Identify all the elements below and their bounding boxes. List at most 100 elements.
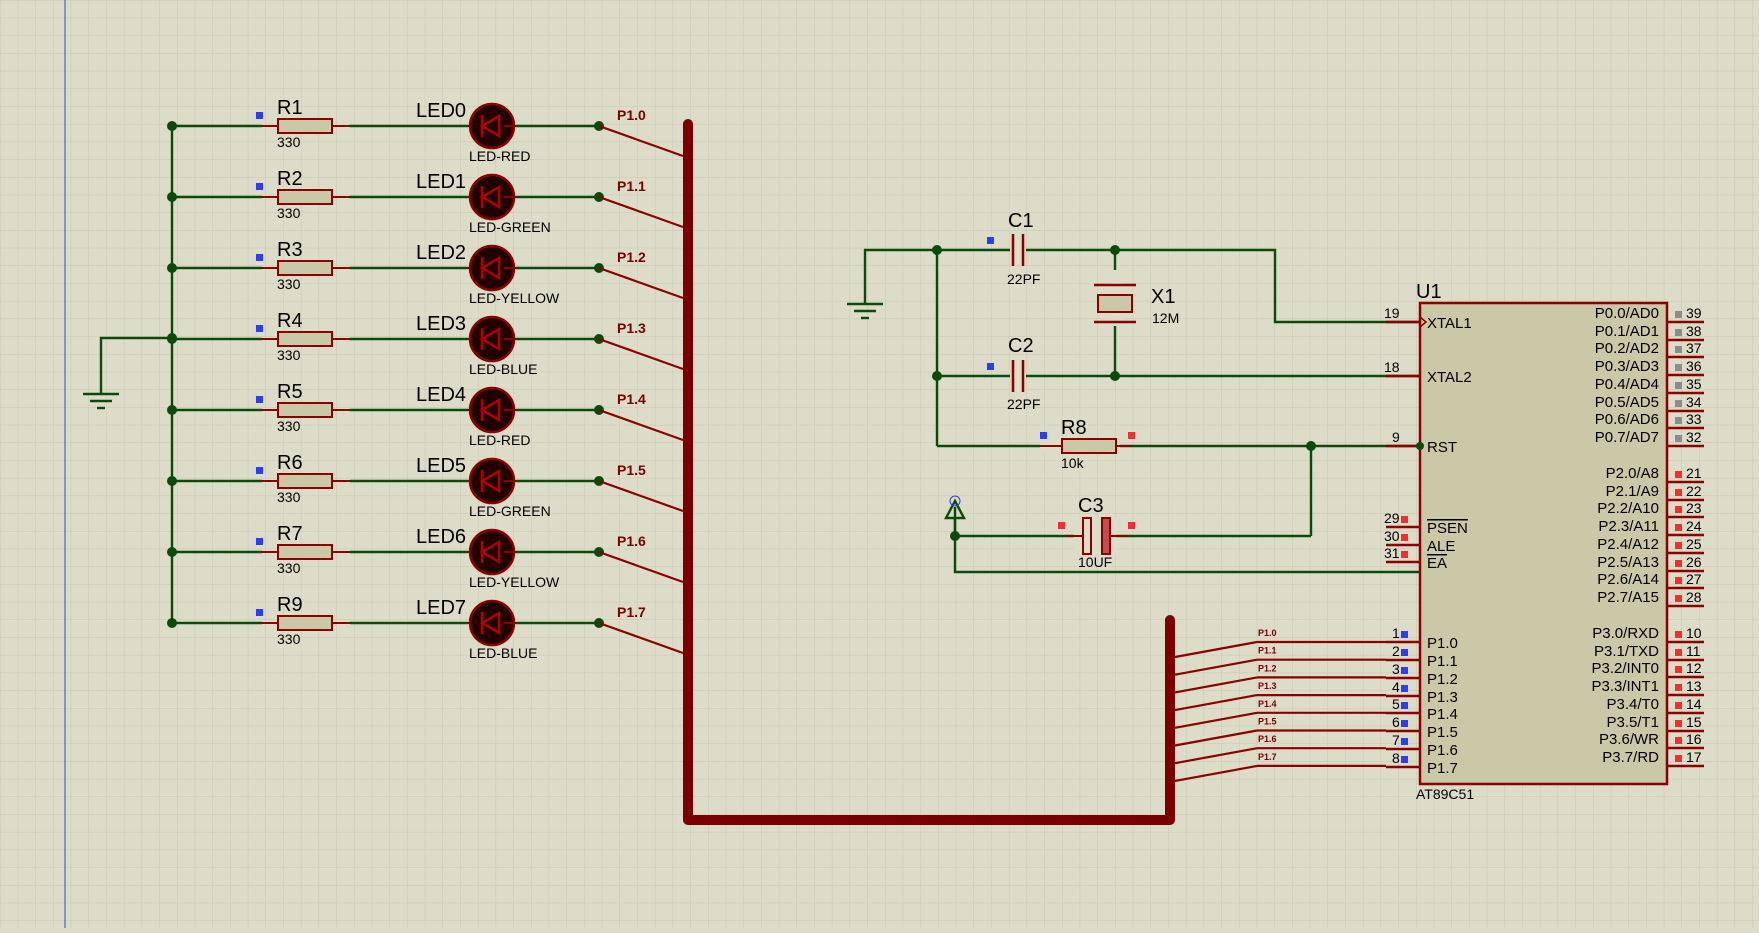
net-label: P1.7 bbox=[617, 604, 646, 620]
u1-bus-line[interactable]: P1.6 bbox=[1174, 734, 1386, 765]
u1-pin[interactable]: 6P1.5 bbox=[1386, 714, 1458, 741]
net-label: P1.7 bbox=[1258, 752, 1277, 762]
resistor-ref: R1 bbox=[277, 97, 303, 119]
u1-pin[interactable]: 4P1.3 bbox=[1386, 679, 1458, 706]
u1-bus-line[interactable]: P1.3 bbox=[1174, 681, 1386, 712]
pin-number: 23 bbox=[1686, 500, 1702, 516]
u1-pin[interactable]: 3P1.2 bbox=[1386, 661, 1458, 688]
diode-icon bbox=[479, 113, 501, 139]
bus-entry bbox=[598, 550, 684, 584]
pin-marker bbox=[1401, 685, 1408, 692]
u1-bus-line[interactable]: P1.5 bbox=[1174, 717, 1386, 747]
left-ground-net[interactable] bbox=[83, 126, 174, 623]
u1-pin[interactable]: 1P1.0 bbox=[1386, 625, 1458, 652]
capacitor-c2[interactable]: C2 22PF bbox=[987, 335, 1040, 412]
p1-bus[interactable] bbox=[683, 119, 1175, 825]
net-label: P1.0 bbox=[617, 107, 646, 123]
u1-pin[interactable]: 5P1.4 bbox=[1386, 696, 1458, 723]
u1-bus-line[interactable]: P1.1 bbox=[1174, 646, 1386, 676]
u1-bus-line[interactable]: P1.4 bbox=[1174, 699, 1386, 729]
net-label: P1.5 bbox=[617, 462, 646, 478]
junction-dot bbox=[167, 192, 177, 202]
pin-name: PSEN bbox=[1427, 520, 1468, 537]
junction-dot bbox=[167, 476, 177, 486]
u1-bus-line[interactable]: P1.0 bbox=[1174, 628, 1386, 659]
u1-bus-line[interactable]: P1.2 bbox=[1174, 663, 1386, 694]
resistor-r8[interactable]: R8 10k bbox=[1040, 417, 1135, 471]
u1-bus-line[interactable]: P1.7 bbox=[1174, 752, 1386, 782]
u1-pin[interactable]: 7P1.6 bbox=[1386, 732, 1458, 759]
net-label: P1.6 bbox=[1258, 734, 1277, 744]
pin-name: P1.2 bbox=[1427, 671, 1458, 688]
net-label: P1.2 bbox=[1258, 663, 1277, 673]
junction-dot bbox=[167, 263, 177, 273]
crystal-x1[interactable]: X1 12M bbox=[1094, 270, 1179, 326]
u1-pin[interactable]: 8P1.7 bbox=[1386, 750, 1458, 777]
pin-marker bbox=[1675, 631, 1682, 638]
u1-pin[interactable]: 2P1.1 bbox=[1386, 643, 1458, 670]
pin-name: P1.7 bbox=[1427, 760, 1458, 777]
pin-marker bbox=[1675, 702, 1682, 709]
capacitor-c3[interactable]: C3 10UF bbox=[1058, 495, 1135, 570]
capacitor-c1[interactable]: C1 22PF bbox=[987, 210, 1040, 287]
microcontroller-u1[interactable]: U1 AT89C51 19XTAL118XTAL29RST29PSEN30ALE… bbox=[1384, 281, 1704, 802]
net-label: P1.3 bbox=[617, 320, 646, 336]
c2-ref: C2 bbox=[1008, 335, 1034, 357]
